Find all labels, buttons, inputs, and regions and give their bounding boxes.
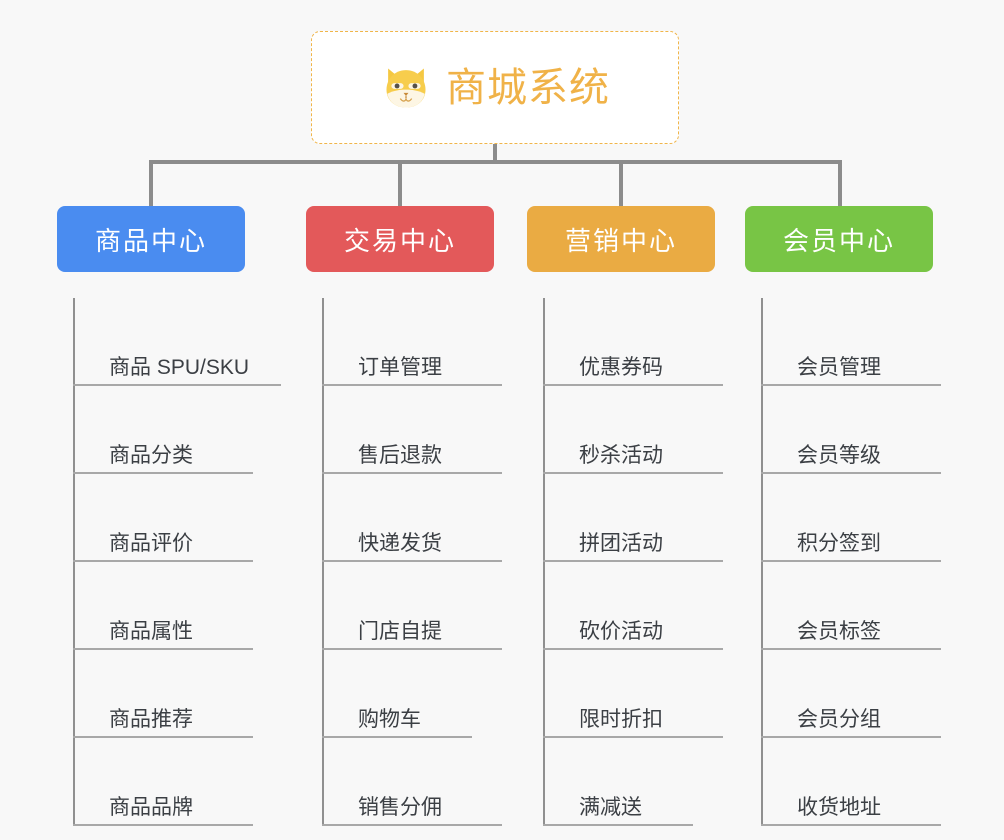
leaf-item[interactable]: 会员管理: [761, 298, 941, 386]
shiba-dog-face-icon: [386, 68, 426, 107]
leaf-item[interactable]: 会员标签: [761, 562, 941, 650]
connector-drop-member-center: [838, 160, 842, 206]
leaf-item[interactable]: 商品 SPU/SKU: [73, 298, 281, 386]
leaf-item[interactable]: 商品属性: [73, 562, 253, 650]
leaf-item[interactable]: 积分签到: [761, 474, 941, 562]
leaf-item-label: 商品分类: [109, 443, 193, 467]
branch-product-center: 商品中心 商品 SPU/SKU 商品分类 商品评价 商品属性 商品推荐 商品品牌: [57, 206, 281, 826]
leaf-item-label: 优惠券码: [579, 355, 663, 379]
leaf-item[interactable]: 会员等级: [761, 386, 941, 474]
leaf-item[interactable]: 门店自提: [322, 562, 502, 650]
branch-trade-center: 交易中心 订单管理 售后退款 快递发货 门店自提 购物车 销售分佣: [306, 206, 502, 826]
leaf-list-product-center: 商品 SPU/SKU 商品分类 商品评价 商品属性 商品推荐 商品品牌: [73, 298, 281, 826]
leaf-item-label: 收货地址: [797, 795, 881, 819]
leaf-item[interactable]: 砍价活动: [543, 562, 723, 650]
leaf-item-label: 会员管理: [797, 355, 881, 379]
leaf-item-label: 购物车: [358, 707, 421, 731]
category-header-member-center[interactable]: 会员中心: [745, 206, 933, 272]
leaf-item-label: 会员等级: [797, 443, 881, 467]
category-header-label: 商品中心: [94, 225, 207, 256]
connector-drop-product-center: [149, 160, 153, 206]
leaf-item-label: 会员标签: [797, 619, 881, 643]
leaf-item[interactable]: 销售分佣: [322, 738, 502, 826]
root-title: 商城系统: [446, 65, 610, 110]
leaf-item[interactable]: 拼团活动: [543, 474, 723, 562]
leaf-item-label: 商品品牌: [109, 795, 193, 819]
category-header-label: 会员中心: [782, 225, 895, 256]
leaf-item[interactable]: 限时折扣: [543, 650, 723, 738]
leaf-item-label: 商品评价: [109, 531, 193, 555]
leaf-item-label: 门店自提: [358, 619, 442, 643]
leaf-item-label: 限时折扣: [579, 707, 663, 731]
leaf-item[interactable]: 售后退款: [322, 386, 502, 474]
leaf-item-label: 拼团活动: [579, 531, 663, 555]
leaf-item-label: 积分签到: [797, 531, 881, 555]
category-header-product-center[interactable]: 商品中心: [57, 206, 245, 272]
branch-member-center: 会员中心 会员管理 会员等级 积分签到 会员标签 会员分组 收货地址: [745, 206, 941, 826]
leaf-item[interactable]: 商品推荐: [73, 650, 253, 738]
leaf-item-label: 砍价活动: [579, 619, 663, 643]
leaf-item-label: 售后退款: [358, 443, 442, 467]
leaf-item-label: 商品属性: [109, 619, 193, 643]
leaf-item[interactable]: 会员分组: [761, 650, 941, 738]
category-header-trade-center[interactable]: 交易中心: [306, 206, 494, 272]
leaf-list-trade-center: 订单管理 售后退款 快递发货 门店自提 购物车 销售分佣: [322, 298, 502, 826]
branch-marketing-center: 营销中心 优惠券码 秒杀活动 拼团活动 砍价活动 限时折扣 满减送: [527, 206, 723, 826]
category-header-label: 营销中心: [564, 225, 677, 256]
connector-drop-trade-center: [398, 160, 402, 206]
connector-root-drop: [493, 144, 497, 162]
leaf-item-label: 秒杀活动: [579, 443, 663, 467]
leaf-item-label: 销售分佣: [358, 795, 442, 819]
category-header-marketing-center[interactable]: 营销中心: [527, 206, 715, 272]
leaf-item[interactable]: 快递发货: [322, 474, 502, 562]
leaf-item[interactable]: 商品分类: [73, 386, 253, 474]
leaf-item-label: 商品 SPU/SKU: [109, 355, 250, 379]
leaf-item[interactable]: 商品品牌: [73, 738, 253, 826]
leaf-item[interactable]: 优惠券码: [543, 298, 723, 386]
leaf-item-label: 订单管理: [358, 355, 442, 379]
leaf-item[interactable]: 满减送: [543, 738, 715, 826]
category-header-label: 交易中心: [343, 225, 456, 256]
leaf-item-label: 快递发货: [358, 531, 442, 555]
leaf-item[interactable]: 收货地址: [761, 738, 941, 826]
leaf-item[interactable]: 秒杀活动: [543, 386, 723, 474]
root-node[interactable]: 商城系统: [311, 31, 679, 144]
leaf-item-label: 商品推荐: [109, 707, 193, 731]
leaf-item[interactable]: 订单管理: [322, 298, 502, 386]
connector-bus: [149, 160, 842, 164]
leaf-item[interactable]: 商品评价: [73, 474, 253, 562]
leaf-list-marketing-center: 优惠券码 秒杀活动 拼团活动 砍价活动 限时折扣 满减送: [543, 298, 723, 826]
leaf-list-member-center: 会员管理 会员等级 积分签到 会员标签 会员分组 收货地址: [761, 298, 941, 826]
leaf-item-label: 会员分组: [797, 707, 881, 731]
connector-drop-marketing-center: [619, 160, 623, 206]
leaf-item[interactable]: 购物车: [322, 650, 494, 738]
leaf-item-label: 满减送: [579, 795, 642, 819]
